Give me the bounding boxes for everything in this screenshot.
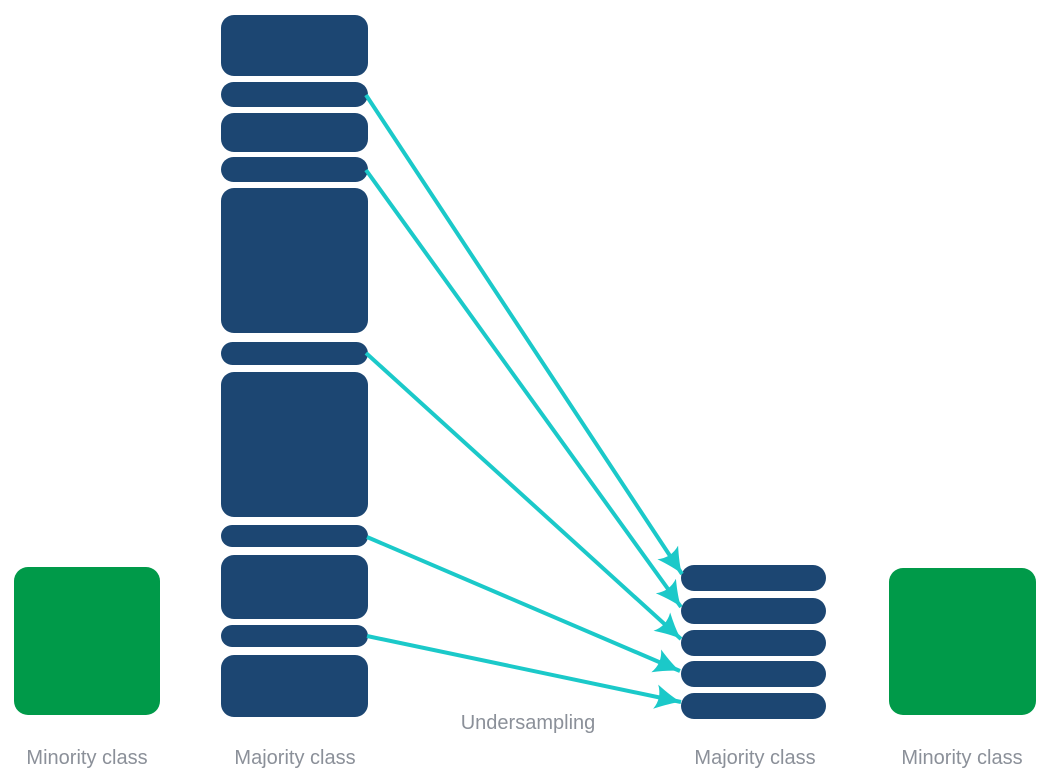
majority-sample-kept (221, 342, 368, 365)
majority-class-label-right: Majority class (694, 747, 816, 769)
undersampling-arrow (366, 535, 681, 673)
majority-class-label-left: Majority class (234, 747, 356, 769)
minority-class-label-left: Minority class (26, 747, 148, 769)
undersampling-label: Undersampling (460, 712, 596, 734)
majority-sample-block (221, 113, 368, 152)
undersampling-arrow (364, 351, 683, 641)
undersampled-majority-bar (681, 565, 826, 591)
majority-sample-kept (221, 157, 368, 182)
majority-sample-block (221, 372, 368, 517)
minority-class-square-left (14, 567, 160, 715)
undersampled-majority-bar (681, 661, 826, 687)
majority-sample-kept (221, 82, 368, 107)
majority-sample-block (221, 555, 368, 619)
undersampled-majority-bar (681, 630, 826, 656)
majority-sample-block (221, 15, 368, 76)
undersampled-majority-bar (681, 598, 826, 624)
majority-sample-block (221, 655, 368, 717)
undersampled-majority-bar (681, 693, 826, 719)
minority-class-square-right (889, 568, 1036, 715)
majority-sample-block (221, 188, 368, 333)
undersampling-arrow (364, 168, 683, 609)
minority-class-label-right: Minority class (901, 747, 1023, 769)
undersampling-arrow (364, 93, 684, 576)
majority-sample-kept (221, 525, 368, 547)
majority-sample-kept (221, 625, 368, 647)
undersampling-arrow (366, 634, 682, 709)
